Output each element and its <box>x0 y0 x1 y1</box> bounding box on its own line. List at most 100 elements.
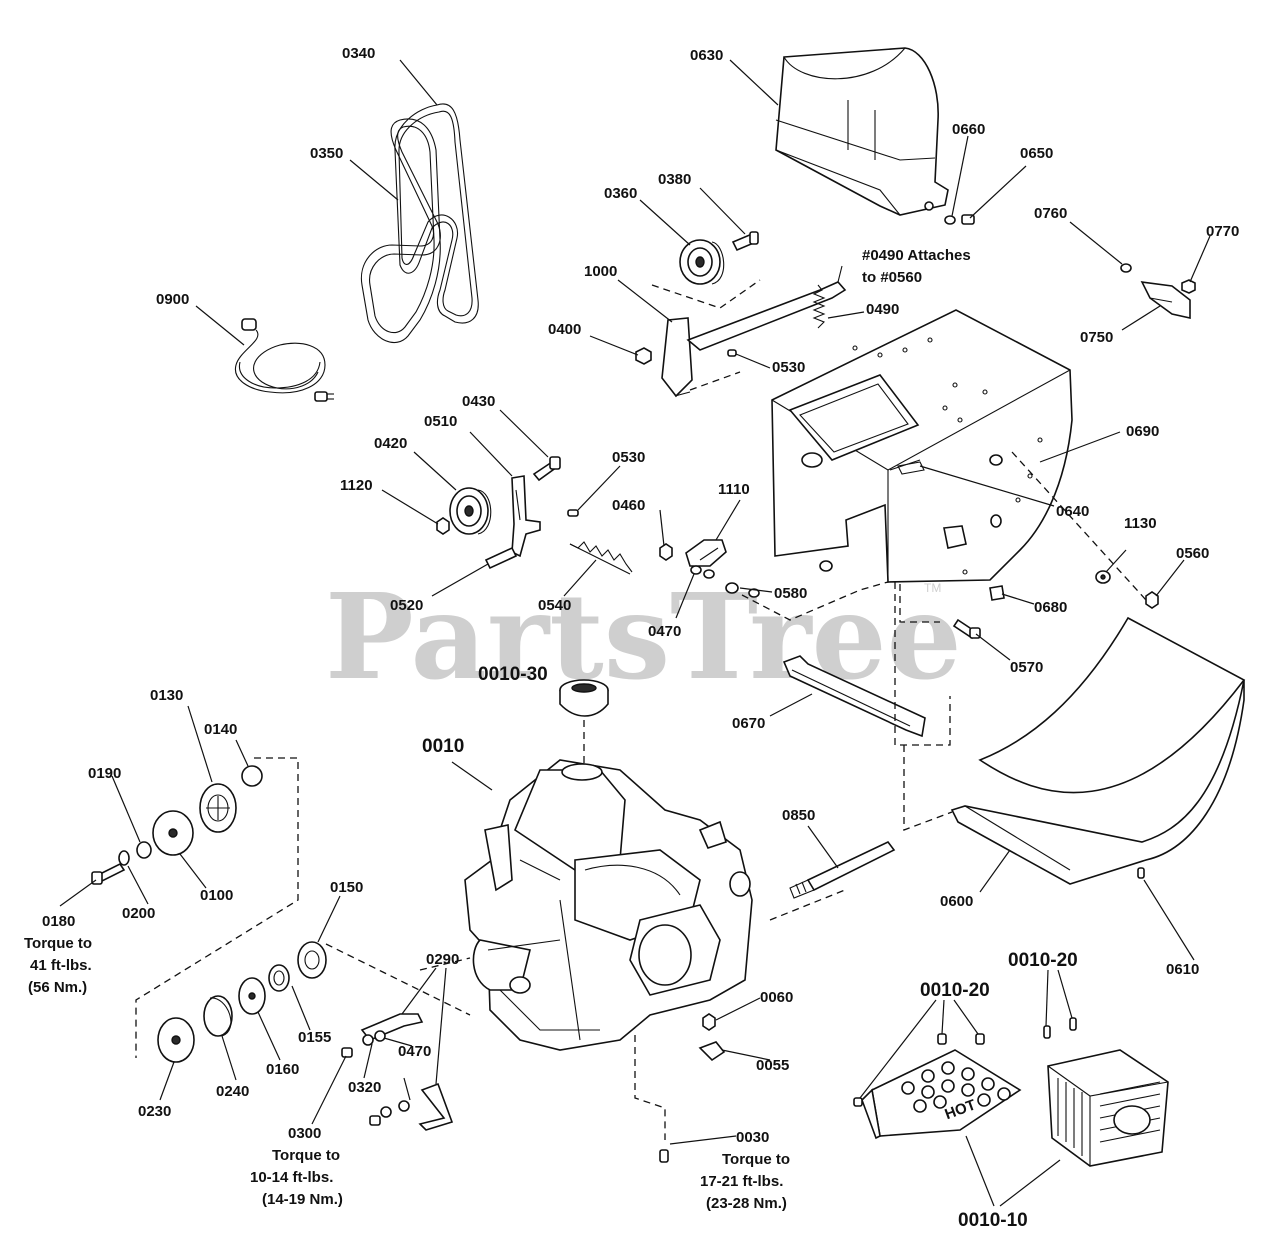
callout-0750: 0750 <box>1080 329 1113 346</box>
torque-0180-line3: (56 Nm.) <box>28 979 87 996</box>
fuel-cap-0010-30 <box>559 679 609 772</box>
muffler-0010-10 <box>1043 1017 1169 1167</box>
washer-0190 <box>136 841 152 859</box>
bracket-0055 <box>698 1041 726 1062</box>
callout-0650: 0650 <box>1020 145 1053 162</box>
spring-0540 <box>569 541 633 575</box>
pulley-half-0160 <box>238 977 266 1015</box>
pulley-0150 <box>297 941 327 979</box>
spacer-1130 <box>1095 570 1111 584</box>
callout-0240: 0240 <box>216 1083 249 1100</box>
callout-0530-lower: 0530 <box>612 449 645 466</box>
washer-0760 <box>1120 263 1132 273</box>
callout-0690: 0690 <box>1126 423 1159 440</box>
callout-0470-lower: 0470 <box>398 1043 431 1060</box>
callout-0230: 0230 <box>138 1103 171 1120</box>
belt-cover-0630 <box>775 47 949 216</box>
callout-0030: 0030 <box>736 1129 769 1146</box>
torque-0030-line2: 17-21 ft-lbs. <box>700 1173 783 1190</box>
callout-0010-10: 0010-10 <box>958 1210 1028 1231</box>
frame-0690 <box>771 309 1073 583</box>
cover-washer-0660 <box>944 215 956 225</box>
washer-0580 <box>725 560 833 598</box>
bushing-0140 <box>241 765 263 787</box>
assembly-lines <box>135 279 1147 1140</box>
callout-0770: 0770 <box>1206 223 1239 240</box>
note-attach-line2: to #0560 <box>862 269 922 286</box>
callout-0570: 0570 <box>1010 659 1043 676</box>
callout-0660: 0660 <box>952 121 985 138</box>
callout-0760: 0760 <box>1034 205 1067 222</box>
callout-0140: 0140 <box>204 721 237 738</box>
callout-0155: 0155 <box>298 1029 331 1046</box>
callout-0530-upper: 0530 <box>772 359 805 376</box>
callout-0010-20-left: 0010-20 <box>920 980 990 1001</box>
bolt-0300 <box>341 1047 381 1126</box>
callout-0060: 0060 <box>760 989 793 1006</box>
bracket-0290 <box>360 1013 454 1131</box>
idler-bracket-0510 <box>511 475 541 558</box>
callout-0460: 0460 <box>612 497 645 514</box>
note-attach-line1: #0490 Attaches <box>862 247 971 264</box>
drive-belt-0340 <box>394 103 479 324</box>
callout-0290: 0290 <box>426 951 459 968</box>
extension-spring-0490 <box>812 284 826 329</box>
callout-0510: 0510 <box>424 413 457 430</box>
washer-0470a <box>690 565 715 579</box>
pulley-0230 <box>157 1017 195 1063</box>
callout-0010-20-right: 0010-20 <box>1008 950 1078 971</box>
callout-1120: 1120 <box>340 477 373 494</box>
callout-0420: 0420 <box>374 435 407 452</box>
cotter-pin-0530a <box>727 349 737 357</box>
bolt-0030 <box>659 1149 669 1163</box>
callout-0490: 0490 <box>866 301 899 318</box>
callout-0640: 0640 <box>1056 503 1089 520</box>
leader-lines <box>59 59 1211 1207</box>
callout-0340: 0340 <box>342 45 375 62</box>
callout-0200: 0200 <box>122 905 155 922</box>
pulley-0130 <box>199 783 237 833</box>
callout-0100: 0100 <box>200 887 233 904</box>
sleeve-0240 <box>203 995 233 1037</box>
torque-0030-line1: Torque to <box>722 1151 790 1168</box>
washer-0320 <box>362 1034 392 1118</box>
torque-0180-line2: 41 ft-lbs. <box>30 957 92 974</box>
nut-0460 <box>659 543 673 561</box>
bracket-0670 <box>782 655 926 738</box>
bearing-0155 <box>268 964 290 992</box>
callout-0010: 0010 <box>422 736 464 757</box>
callout-0580: 0580 <box>774 585 807 602</box>
callout-0850: 0850 <box>782 807 815 824</box>
callout-0540: 0540 <box>538 597 571 614</box>
callout-0300: 0300 <box>288 1125 321 1142</box>
exhaust-pipe-0850 <box>789 840 896 899</box>
callout-0400: 0400 <box>548 321 581 338</box>
callout-0430: 0430 <box>462 393 495 410</box>
u-bracket-1110 <box>685 539 727 567</box>
bolt-0570 <box>952 618 981 640</box>
callout-0380: 0380 <box>658 171 691 188</box>
bolt-0430 <box>532 456 561 482</box>
shoulder-bolt-0380 <box>731 231 759 252</box>
shield-0600 <box>950 616 1246 885</box>
washer-0470b <box>374 1030 410 1112</box>
heat-shield-0010-20: HOT <box>853 1033 1022 1140</box>
watermark-trademark: TM <box>924 581 941 595</box>
callout-1130: 1130 <box>1124 515 1157 532</box>
engine-0010 <box>464 759 753 1051</box>
v-pulley-0420 <box>449 487 492 535</box>
callout-0470-upper: 0470 <box>648 623 681 640</box>
idler-arm-1000 <box>661 265 847 398</box>
callout-0360: 0360 <box>604 185 637 202</box>
torque-0300-line2: 10-14 ft-lbs. <box>250 1169 333 1186</box>
callout-0900: 0900 <box>156 291 189 308</box>
nut-0060 <box>702 1013 716 1031</box>
pulley-half-0100 <box>152 810 194 856</box>
bolt-0180 <box>91 862 126 885</box>
pivot-bolt-0640 <box>897 461 925 475</box>
torque-0300-line1: Torque to <box>272 1147 340 1164</box>
callout-0520: 0520 <box>390 597 423 614</box>
idler-pulley-0360 <box>679 239 725 285</box>
torque-0300-line3: (14-19 Nm.) <box>262 1191 343 1208</box>
